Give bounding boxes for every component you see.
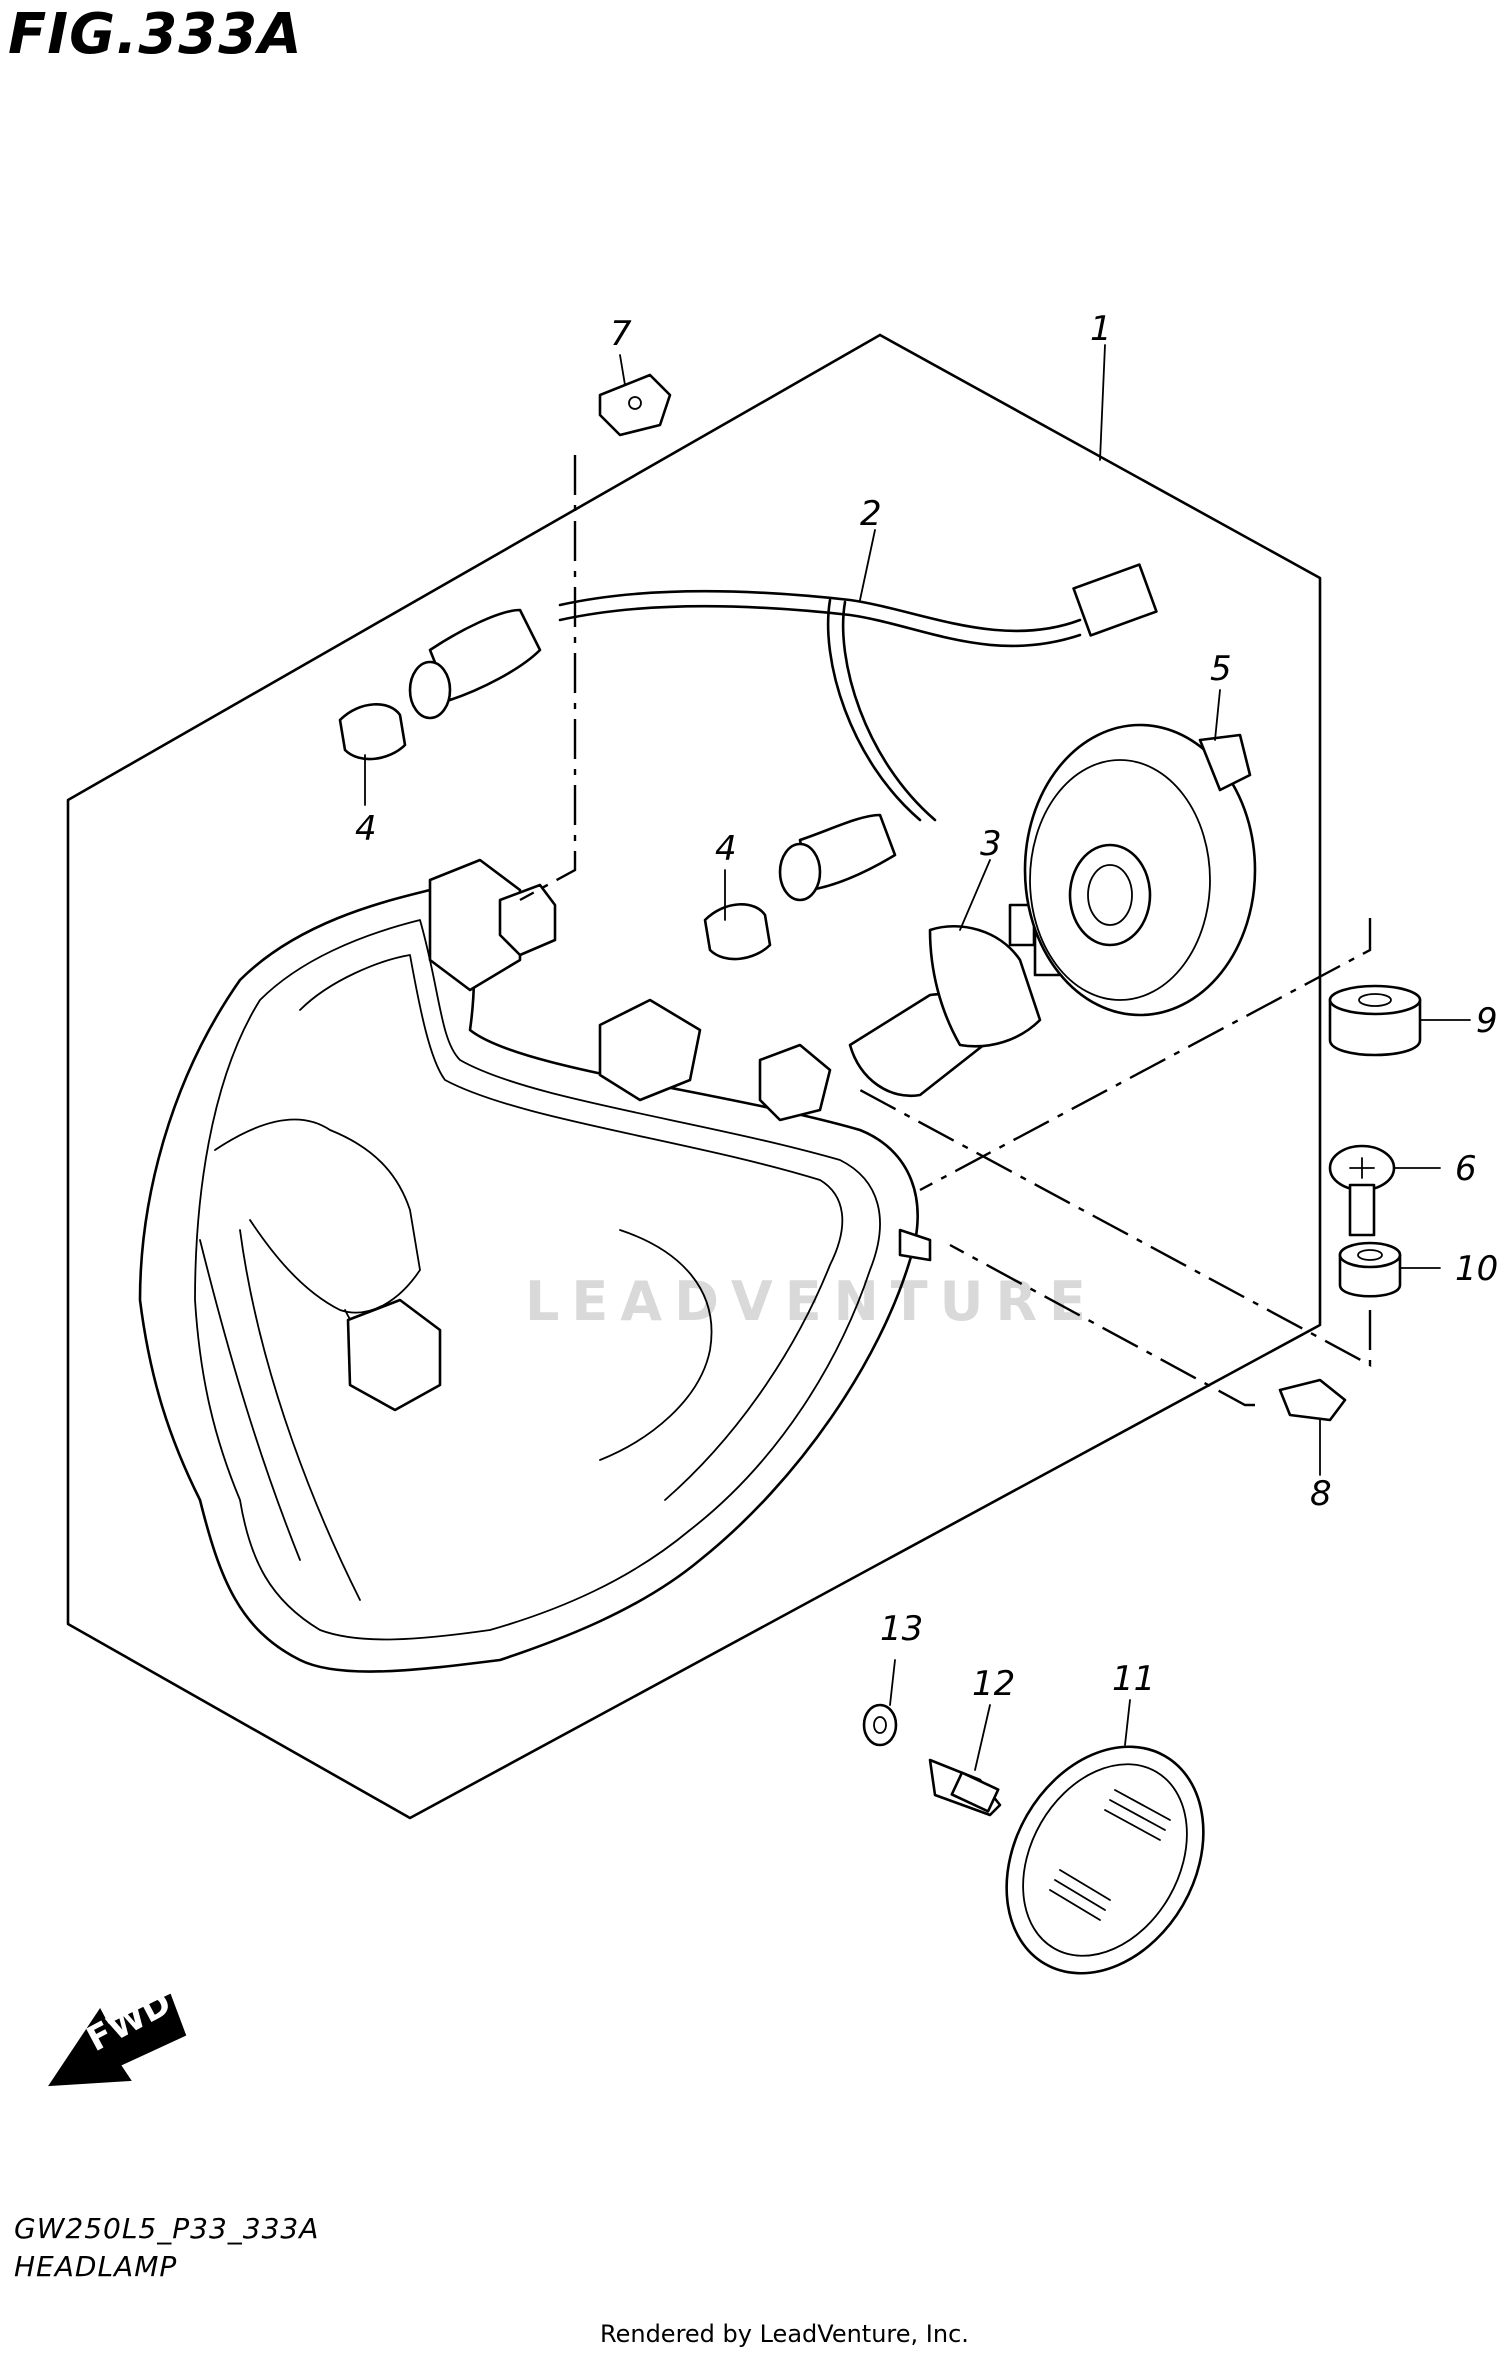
clip-7 bbox=[598, 373, 672, 437]
clip-8 bbox=[1278, 1378, 1347, 1422]
callout-5: 5 bbox=[1210, 649, 1232, 689]
headlight-bulb bbox=[848, 903, 1061, 1098]
wiring-harness bbox=[408, 563, 1158, 902]
callout-4b: 4 bbox=[715, 829, 737, 869]
bulb-4a bbox=[338, 703, 407, 761]
callout-labels: 1 2 3 4 4 5 6 7 8 9 10 11 12 13 bbox=[355, 309, 1498, 1704]
callout-6: 6 bbox=[1455, 1149, 1477, 1189]
callout-7: 7 bbox=[610, 314, 632, 354]
headlamp-housing bbox=[138, 858, 932, 1673]
callout-10: 10 bbox=[1455, 1249, 1498, 1289]
callout-11: 11 bbox=[1112, 1659, 1155, 1699]
callout-3: 3 bbox=[980, 824, 1002, 864]
assembly-outline bbox=[66, 333, 1322, 1820]
callout-4a: 4 bbox=[355, 809, 377, 849]
callout-1: 1 bbox=[1090, 309, 1112, 349]
leader-lines bbox=[364, 344, 1471, 1771]
figure-title: FIG.333A bbox=[8, 2, 303, 67]
bulb-4b bbox=[703, 903, 772, 961]
grommet-10 bbox=[1338, 1241, 1402, 1298]
dust-cover bbox=[1023, 723, 1257, 1017]
grommet-9 bbox=[1328, 984, 1422, 1057]
callout-2: 2 bbox=[860, 494, 882, 534]
stud-12 bbox=[928, 1758, 1002, 1817]
screw-6 bbox=[1328, 1144, 1396, 1237]
assembly-name: HEADLAMP bbox=[14, 2250, 178, 2283]
callout-13: 13 bbox=[880, 1609, 923, 1649]
callout-12: 12 bbox=[972, 1664, 1015, 1704]
callout-8: 8 bbox=[1310, 1474, 1332, 1514]
reflector-11 bbox=[1005, 1745, 1205, 1975]
washer-13 bbox=[862, 1703, 898, 1747]
watermark: LEADVENTURE bbox=[525, 1270, 1098, 1333]
callout-9: 9 bbox=[1476, 1001, 1498, 1041]
fwd-arrow: FWD bbox=[48, 1983, 187, 2087]
model-code: GW250L5_P33_333A bbox=[14, 2212, 320, 2245]
rendered-by: Rendered by LeadVenture, Inc. bbox=[600, 2320, 969, 2348]
